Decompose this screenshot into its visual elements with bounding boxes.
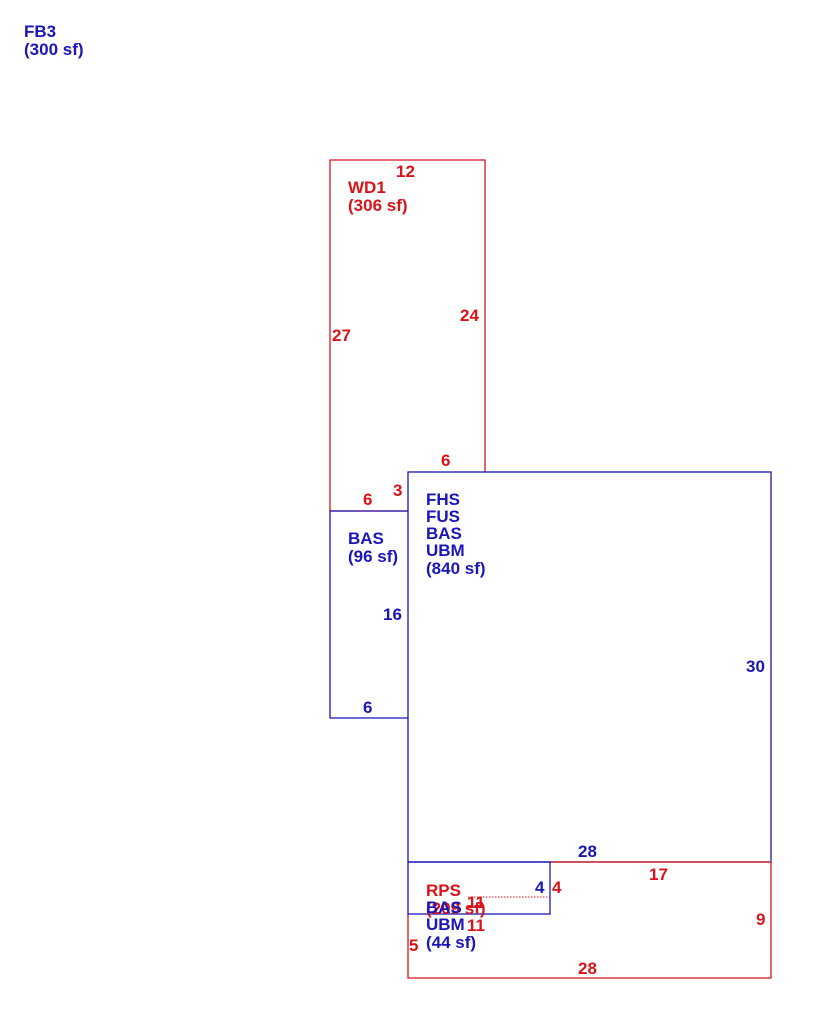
dim-rps-inner-bottom: 11 <box>467 916 485 935</box>
rear-blue-outline <box>407 861 551 915</box>
dim-wd1-left: 27 <box>332 326 351 345</box>
dim-rps-top: 17 <box>649 865 668 884</box>
dim-main-bottom: 28 <box>578 842 597 861</box>
dim-rps-left: 5 <box>409 936 418 955</box>
fb3-code: FB3 <box>24 22 56 41</box>
dim-bas-bottom: 6 <box>363 698 372 717</box>
dim-wd1-top: 12 <box>396 162 415 181</box>
dim-rps-inner-right: 4 <box>552 878 562 897</box>
dim-rps-right: 9 <box>756 910 765 929</box>
wd1-code: WD1 <box>348 178 386 197</box>
rps-area: (209 sf) <box>426 899 486 918</box>
rear-blue-code-1: BAS <box>426 898 462 917</box>
dim-bas-right: 16 <box>383 605 402 624</box>
wd1-area: (306 sf) <box>348 196 408 215</box>
main-code-2: FUS <box>426 507 460 526</box>
bas-small-code: BAS <box>348 529 384 548</box>
dim-rear-blue-right: 4 <box>535 878 545 897</box>
main-area-outline <box>407 471 772 863</box>
dim-wd1-bottom: 6 <box>441 451 450 470</box>
dim-rps-bottom: 28 <box>578 959 597 978</box>
rps-code: RPS <box>426 881 461 900</box>
dim-wd1-right: 24 <box>460 306 479 325</box>
fb3-area: (300 sf) <box>24 40 84 59</box>
rear-blue-code-2: UBM <box>426 915 465 934</box>
dim-wd1-step: 3 <box>393 481 402 500</box>
bas-small-area: (96 sf) <box>348 547 398 566</box>
rear-blue-area: (44 sf) <box>426 933 476 952</box>
main-code-4: UBM <box>426 541 465 560</box>
dim-main-right: 30 <box>746 657 765 676</box>
bas-small-outline <box>329 510 408 719</box>
main-code-3: BAS <box>426 524 462 543</box>
dim-wd1-bottom-left: 6 <box>363 490 372 509</box>
main-code-1: FHS <box>426 490 460 509</box>
main-area: (840 sf) <box>426 559 486 578</box>
dim-rps-inner-top: 11 <box>467 893 485 912</box>
rps-outline <box>407 861 772 979</box>
wd1-outline <box>329 159 486 511</box>
